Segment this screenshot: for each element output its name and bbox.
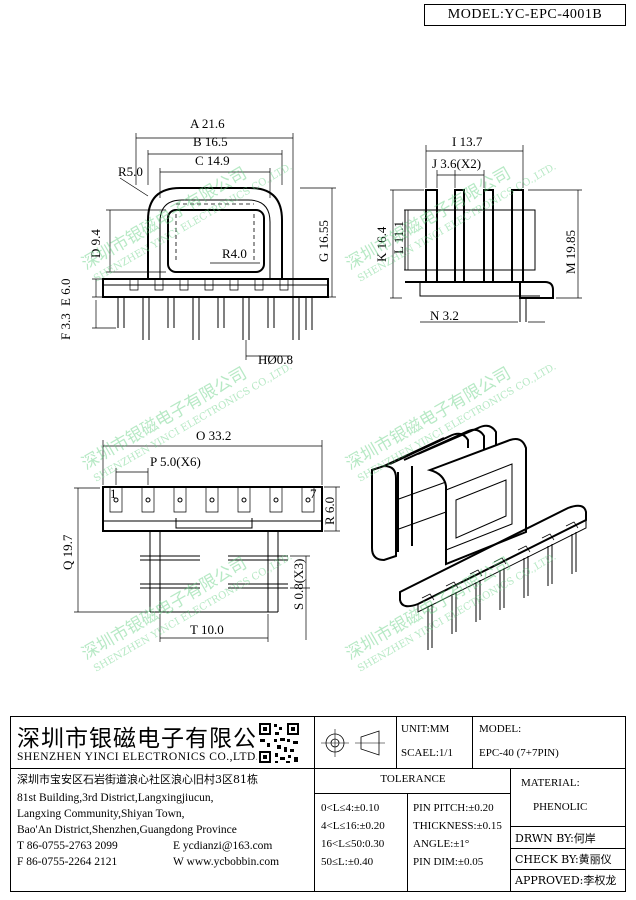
model-value: EPC-40 (7+7PIN) [479, 747, 559, 759]
company-cell: 深圳市银磁电子有限公司 SHENZHEN YINCI ELECTRONICS C… [11, 717, 315, 891]
address-en-2: Langxing Community,Shiyan Town, [17, 808, 185, 820]
svg-text:SHENZHEN YINCI ELECTRONICS CO.: SHENZHEN YINCI ELECTRONICS CO.,LTD. [92, 551, 294, 674]
pin-7-label: 7 [310, 486, 317, 501]
address-en-3: Bao'An District,Shenzhen,Guangdong Provi… [17, 824, 237, 836]
dim-b: B 16.5 [193, 134, 228, 149]
side-view: I 13.7 J 3.6(X2) K 16.4 L 11.1 M 19.85 N… [374, 134, 582, 323]
dim-c: C 14.9 [195, 153, 230, 168]
dim-t: T 10.0 [190, 622, 224, 637]
dim-n: N 3.2 [430, 308, 459, 323]
dim-e: E 6.0 [58, 279, 73, 306]
isometric-view [371, 424, 587, 650]
tolerance-heading: TOLERANCE [380, 773, 446, 785]
tolerance-cell: TOLERANCE 0<L≤4:±0.10 4<L≤16:±0.20 16<L≤… [315, 769, 511, 891]
front-view: A 21.6 B 16.5 C 14.9 R5.0 R4.0 D 9.4 E 6… [58, 116, 336, 367]
fax: F 86-0755-2264 2121 [17, 856, 118, 868]
tol2-row: THICKNESS:±0.15 [413, 820, 502, 832]
iso-pins [427, 532, 577, 650]
svg-text:深圳市银磁电子有限公司: 深圳市银磁电子有限公司 [343, 364, 515, 475]
dim-i: I 13.7 [452, 134, 483, 149]
qr-code [257, 721, 301, 765]
tol-row: 0<L≤4:±0.10 [321, 802, 380, 814]
tol-row: 16<L≤50:0.30 [321, 838, 385, 850]
projection-symbol-cell [315, 717, 397, 769]
tol-row: 50≤L:±0.40 [321, 856, 374, 868]
dim-r5: R5.0 [118, 164, 143, 179]
tol2-row: PIN DIM:±0.05 [413, 856, 484, 868]
dim-r: R 6.0 [322, 497, 337, 525]
tel: T 86-0755-2763 2099 [17, 840, 118, 852]
svg-text:SHENZHEN YINCI ELECTRONICS CO.: SHENZHEN YINCI ELECTRONICS CO.,LTD. [356, 361, 558, 484]
approved-by: APPROVED:李权龙 [515, 874, 617, 887]
signature-cell: DRWN BY:何岸 CHECK BY:黄丽仪 APPROVED:李权龙 [511, 827, 625, 891]
dim-k: K 16.4 [374, 226, 389, 262]
address-en-1: 81st Building,3rd District,Langxingjiucu… [17, 792, 214, 804]
dim-r4: R4.0 [222, 246, 247, 261]
dim-f: F 3.3 [58, 313, 73, 340]
dim-p: P 5.0(X6) [150, 454, 201, 469]
model-heading: MODEL: [479, 723, 522, 735]
pin-1-label: 1 [110, 486, 117, 501]
dim-m: M 19.85 [563, 230, 578, 274]
model-label: MODEL:YC-EPC-4001B [424, 4, 626, 26]
dim-q: Q 19.7 [60, 534, 75, 570]
dim-j: J 3.6(X2) [432, 156, 481, 171]
svg-text:深圳市银磁电子有限公司: 深圳市银磁电子有限公司 [343, 164, 515, 275]
website: W www.ycbobbin.com [173, 856, 280, 868]
svg-text:深圳市银磁电子有限公司: 深圳市银磁电子有限公司 [79, 554, 251, 665]
svg-text:SHENZHEN YINCI ELECTRONICS CO.: SHENZHEN YINCI ELECTRONICS CO.,LTD. [356, 161, 558, 284]
company-name-en: SHENZHEN YINCI ELECTRONICS CO.,LTD. [17, 751, 260, 763]
drawn-by: DRWN BY:何岸 [515, 832, 596, 845]
dim-o: O 33.2 [196, 428, 231, 443]
front-pins [117, 297, 313, 340]
projection-symbol-icon [321, 729, 385, 757]
material-value: PHENOLIC [533, 801, 588, 813]
company-name-cn: 深圳市银磁电子有限公司 [17, 726, 281, 752]
dim-g: G 16.55 [316, 220, 331, 262]
material-cell: MATERIAL: PHENOLIC [511, 769, 625, 827]
bottom-pin-pads [109, 487, 315, 513]
dim-s: S 0.8(X3) [291, 559, 306, 610]
dim-d: D 9.4 [88, 229, 103, 258]
dim-h: HØ0.8 [258, 352, 293, 367]
title-block: 深圳市银磁电子有限公司 SHENZHEN YINCI ELECTRONICS C… [10, 716, 626, 892]
unit-label: UNIT:MM [401, 723, 450, 735]
technical-drawing: A 21.6 B 16.5 C 14.9 R5.0 R4.0 D 9.4 E 6… [58, 116, 587, 675]
dim-l: L 11.1 [391, 221, 406, 254]
email: E ycdianzi@163.com [173, 840, 273, 852]
address-cn: 深圳市宝安区石岩街道浪心社区浪心旧村3区81栋 [17, 773, 258, 786]
tol2-row: PIN PITCH:±0.20 [413, 802, 494, 814]
svg-text:SHENZHEN YINCI ELECTRONICS CO.: SHENZHEN YINCI ELECTRONICS CO.,LTD. [356, 551, 558, 674]
scale-label: SCAEL:1/1 [401, 747, 453, 759]
tol2-row: ANGLE:±1° [413, 838, 470, 850]
tol-row: 4<L≤16:±0.20 [321, 820, 385, 832]
material-heading: MATERIAL: [521, 777, 580, 789]
checked-by: CHECK BY:黄丽仪 [515, 853, 612, 866]
dim-a: A 21.6 [190, 116, 225, 131]
bottom-view: O 33.2 P 5.0(X6) 1 7 Q 19.7 R 6.0 S 0.8(… [60, 428, 340, 642]
model-cell: MODEL: EPC-40 (7+7PIN) [473, 717, 625, 769]
unit-scale-cell: UNIT:MM SCAEL:1/1 [397, 717, 473, 769]
